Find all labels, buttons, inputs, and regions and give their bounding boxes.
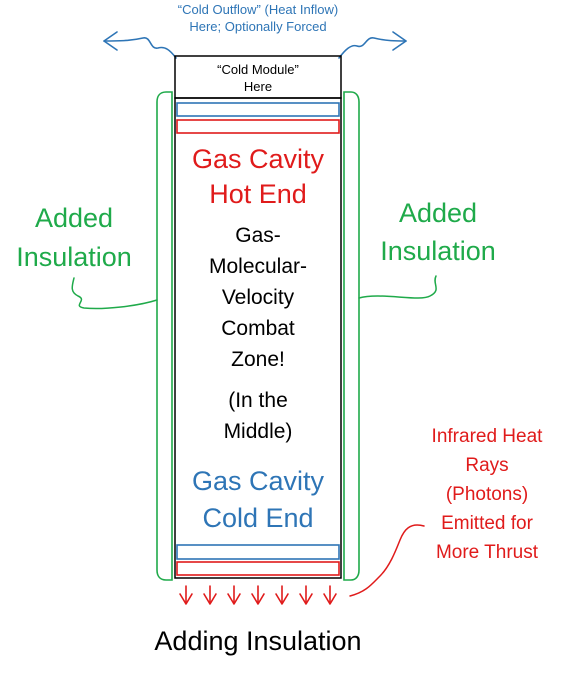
infrared-note-line5: More Thrust — [436, 542, 539, 563]
cold-outflow-label-line2: Here; Optionally Forced — [189, 19, 326, 34]
outflow-arrows — [103, 31, 407, 59]
insulation-right-shell — [343, 91, 360, 581]
insulation-left-label: Added Insulation — [16, 203, 132, 272]
bottom-cold-plate — [176, 544, 340, 560]
bottom-hot-plate — [176, 561, 340, 576]
emission-arrow-head-5 — [275, 593, 289, 605]
infrared-note-line3: (Photons) — [446, 484, 528, 505]
outflow-arrow-left-curve — [103, 37, 177, 59]
top-hot-plate — [176, 119, 340, 134]
insulation-right-callout — [358, 275, 437, 299]
cold-module-label: “Cold Module” Here — [217, 62, 299, 94]
combat-zone-label: Gas- Molecular- Velocity Combat Zone! — [209, 224, 307, 371]
hot-end-label-line2: Hot End — [209, 179, 307, 209]
insulation-left-line1: Added — [35, 203, 113, 233]
emission-arrow-head-1 — [179, 593, 193, 605]
insulation-right-line1: Added — [399, 198, 477, 228]
emission-arrow-head-2 — [203, 593, 217, 605]
emission-arrows — [179, 585, 337, 605]
middle-note-line1: (In the — [228, 389, 288, 412]
combat-zone-line4: Combat — [221, 317, 295, 340]
insulation-right-label: Added Insulation — [380, 198, 496, 266]
combat-zone-line3: Velocity — [222, 286, 295, 309]
infrared-note-line4: Emitted for — [441, 513, 534, 534]
infrared-note: Infrared Heat Rays (Photons) Emitted for… — [432, 426, 544, 563]
cold-module-label-line2: Here — [244, 79, 272, 94]
outflow-arrow-right-curve — [338, 37, 407, 59]
insulation-right-line2: Insulation — [380, 236, 496, 266]
cold-end-label-line1: Gas Cavity — [192, 466, 325, 496]
insulation-left-callout — [71, 277, 158, 310]
hot-end-label-line1: Gas Cavity — [192, 144, 325, 174]
combat-zone-line2: Molecular- — [209, 255, 307, 278]
infrared-callout — [349, 524, 425, 597]
insulation-left-shell — [156, 91, 173, 581]
cold-module-label-line1: “Cold Module” — [217, 62, 299, 77]
insulation-left-line2: Insulation — [16, 242, 132, 272]
infrared-note-line1: Infrared Heat — [432, 426, 544, 447]
middle-note: (In the Middle) — [224, 389, 293, 443]
outflow-arrow-right-head — [392, 31, 407, 51]
emission-arrow-head-6 — [299, 593, 313, 605]
diagram-caption: Adding Insulation — [154, 626, 361, 656]
outflow-arrow-left-head — [103, 31, 118, 51]
middle-note-line2: Middle) — [224, 420, 293, 443]
combat-zone-line1: Gas- — [235, 224, 281, 247]
hot-end-label: Gas Cavity Hot End — [192, 144, 325, 209]
top-cold-plate — [176, 102, 340, 117]
emission-arrow-head-4 — [251, 593, 265, 605]
cold-end-label-line2: Cold End — [202, 503, 313, 533]
cold-end-label: Gas Cavity Cold End — [192, 466, 325, 533]
cold-outflow-label: “Cold Outflow” (Heat Inflow) Here; Optio… — [178, 2, 338, 34]
cold-outflow-label-line1: “Cold Outflow” (Heat Inflow) — [178, 2, 338, 17]
emission-arrow-head-3 — [227, 593, 241, 605]
combat-zone-line5: Zone! — [231, 348, 285, 371]
infrared-note-line2: Rays — [465, 455, 508, 476]
emission-arrow-head-7 — [323, 593, 337, 605]
gas-cavity-column — [174, 97, 342, 579]
